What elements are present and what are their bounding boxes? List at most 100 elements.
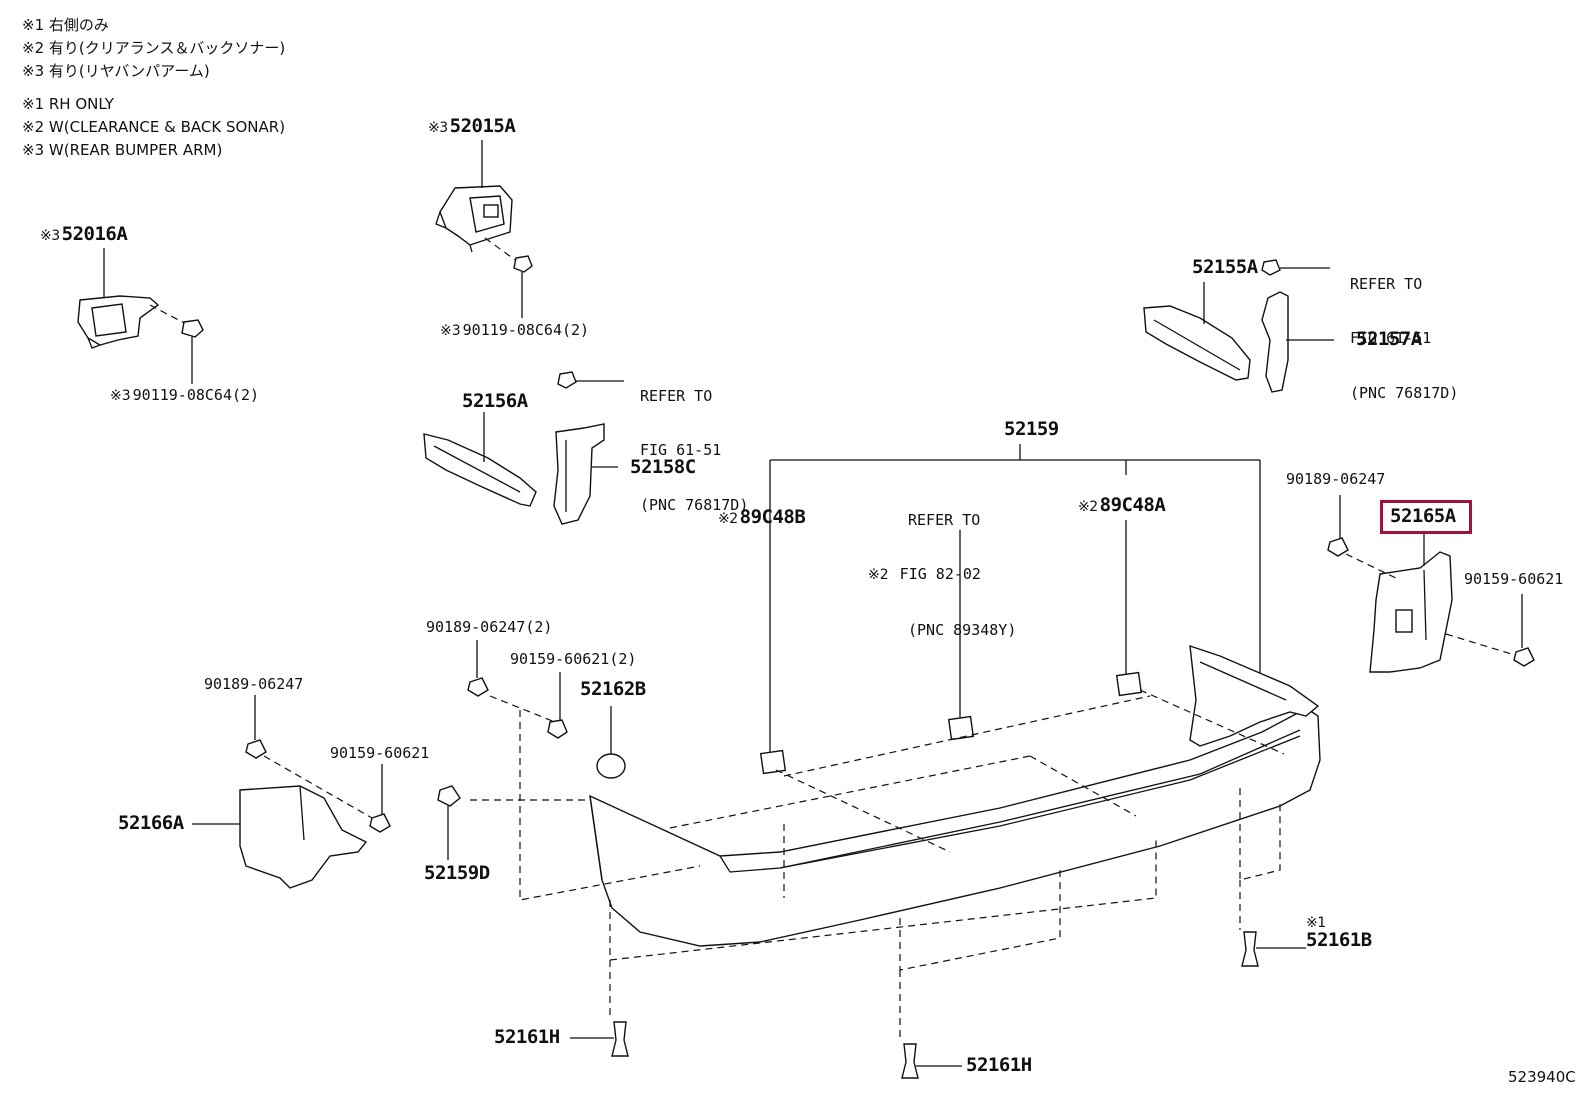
- rear-bumper-cover-52159: [589, 644, 1321, 947]
- retainer-52157A: [1261, 291, 1289, 393]
- retainer-52158C: [553, 423, 605, 525]
- bolt-90119-left: [181, 319, 204, 384]
- part-code: 52161B: [1306, 928, 1372, 951]
- part-code: 52162B: [580, 678, 646, 700]
- bolt-90159-mid: [547, 672, 568, 739]
- part-code: 52157A: [1356, 328, 1422, 350]
- screw-90189-right: [1327, 495, 1349, 557]
- label-52156A[interactable]: 52156A: [462, 392, 528, 411]
- ref-line-3: (PNC 89348Y): [908, 621, 1017, 640]
- refer-to-fig-82-02[interactable]: REFER TO ※2 FIG 82-02 (PNC 89348Y): [868, 474, 1016, 658]
- part-code: 89C48B: [739, 506, 806, 528]
- label-90159-mid[interactable]: 90159-60621(2): [510, 652, 636, 667]
- ref-line-3: (PNC 76817D): [1350, 384, 1459, 403]
- plug-52162B: [596, 706, 626, 779]
- sonar-bracket-center: [947, 715, 975, 741]
- label-52159D[interactable]: 52159D: [424, 864, 490, 883]
- clip-52161H-bottom: [901, 1043, 962, 1079]
- screw-90189-left: [245, 695, 267, 759]
- clip-52159D: [437, 785, 461, 860]
- part-code: 52161H: [494, 1026, 560, 1048]
- part-code: 90189-06247: [1286, 470, 1386, 488]
- part-code: 90119-08C64(2): [132, 386, 260, 404]
- sonar-bracket-89C48A: [1115, 671, 1143, 697]
- part-code: 52161H: [966, 1054, 1032, 1076]
- clip-52161H-left: [570, 1021, 629, 1057]
- screw-90189-mid: [467, 640, 489, 697]
- label-52155A[interactable]: 52155A: [1192, 258, 1258, 277]
- label-52162B[interactable]: 52162B: [580, 680, 646, 699]
- part-code: 52166A: [118, 812, 184, 834]
- label-52157A[interactable]: 52157A: [1356, 330, 1422, 349]
- sonar-bracket-89C48B: [759, 749, 787, 775]
- part-code: 89C48A: [1099, 494, 1166, 516]
- bolt-90119-top: [513, 255, 533, 318]
- part-code: 52165A: [1390, 505, 1456, 527]
- ref-line-1: REFER TO: [640, 386, 713, 405]
- note-en-3: ※3 W(REAR BUMPER ARM): [22, 141, 223, 159]
- corner-cover-52165A: [1369, 551, 1453, 673]
- retainer-52156A: [423, 433, 537, 507]
- refer-to-fig-61-51-right[interactable]: REFER TO FIG 61-51 (PNC 76817D): [1350, 238, 1458, 421]
- ref-line-2: FIG 61-51: [1350, 329, 1432, 348]
- label-52166A[interactable]: 52166A: [118, 814, 184, 833]
- bolt-90159-left: [369, 764, 391, 833]
- part-code: 52016A: [61, 223, 128, 245]
- label-52161H-bottom[interactable]: 52161H: [966, 1056, 1032, 1075]
- note-jp-3: ※3 有り(リヤバンパアーム): [22, 62, 210, 80]
- label-90189-left[interactable]: 90189-06247: [204, 677, 303, 692]
- note-en-1: ※1 RH ONLY: [22, 95, 114, 113]
- label-52158C[interactable]: 52158C: [630, 458, 696, 477]
- part-code: 90159-60621: [1464, 570, 1564, 588]
- label-52159[interactable]: 52159: [1004, 420, 1059, 439]
- part-code: 52158C: [630, 456, 696, 478]
- note-mark: ※3: [40, 228, 60, 244]
- label-90189-right[interactable]: 90189-06247: [1286, 472, 1385, 487]
- ref-line-1: REFER TO: [908, 510, 981, 529]
- part-code: 52155A: [1192, 256, 1258, 278]
- refer-to-fig-61-51-left[interactable]: REFER TO FIG 61-51 (PNC 76817D): [640, 350, 748, 533]
- ref-line-2: FIG 61-51: [640, 441, 722, 460]
- label-90159-right[interactable]: 90159-60621: [1464, 572, 1563, 587]
- note-jp-2: ※2 有り(クリアランス＆バックソナー): [22, 39, 286, 57]
- bolt-90159-right: [1513, 594, 1535, 667]
- label-90159-left[interactable]: 90159-60621: [330, 746, 429, 761]
- note-jp-1: ※1 右側のみ: [22, 16, 109, 34]
- figure-number: 523940C: [1508, 1068, 1576, 1086]
- part-code: 52159: [1004, 418, 1059, 440]
- ref-line-3: (PNC 76817D): [640, 496, 749, 515]
- note-mark: ※1: [1306, 915, 1326, 931]
- ref-line-1: REFER TO: [1350, 274, 1423, 293]
- part-code: 90159-60621(2): [510, 650, 637, 668]
- retainer-52155A: [1143, 305, 1251, 381]
- ref-line-2-text: FIG 82-02: [899, 565, 981, 584]
- bumper-arm-bracket-52016A: [77, 295, 160, 349]
- part-code: 52015A: [449, 115, 516, 137]
- note-mark: ※2: [868, 567, 889, 584]
- part-code: 52159D: [424, 862, 490, 884]
- ref-line-2: ※2 FIG 82-02: [868, 565, 1016, 584]
- part-code: 52156A: [462, 390, 528, 412]
- clip-ref-right: [1261, 259, 1330, 276]
- note-mark: ※3: [428, 120, 448, 136]
- part-code: 90119-08C64(2): [462, 321, 590, 339]
- label-52165A[interactable]: 52165A: [1390, 507, 1456, 526]
- part-code: 90159-60621: [330, 744, 430, 762]
- note-mark: ※2: [718, 511, 738, 527]
- highlight-box: [1380, 500, 1472, 534]
- note-en-2: ※2 W(CLEARANCE & BACK SONAR): [22, 118, 286, 136]
- note-mark: ※3: [440, 323, 461, 339]
- label-90189-mid[interactable]: 90189-06247(2): [426, 620, 552, 635]
- clip-ref-left: [557, 371, 624, 389]
- label-52161H-left[interactable]: 52161H: [494, 1028, 560, 1047]
- part-code: 90189-06247(2): [426, 618, 553, 636]
